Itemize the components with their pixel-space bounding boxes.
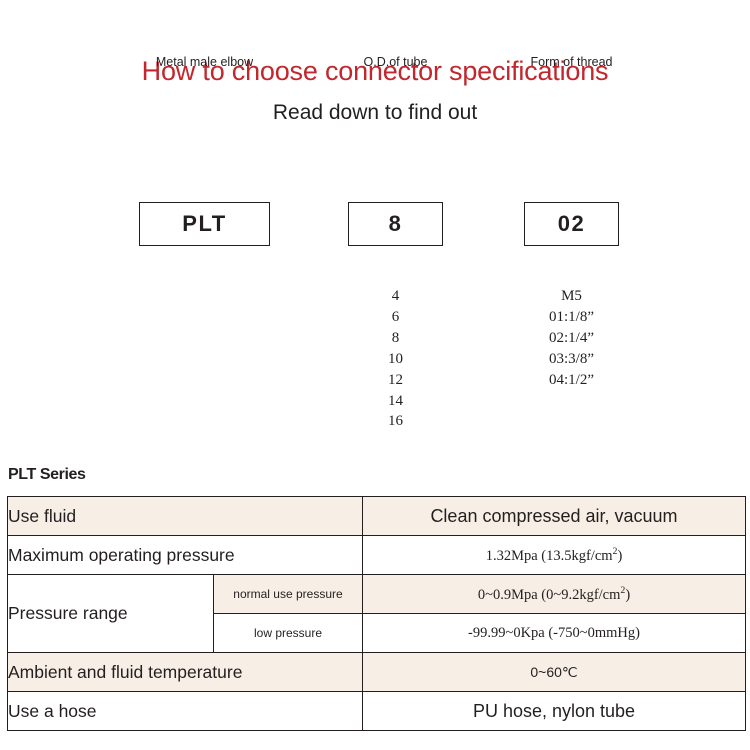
spec-value: PU hose, nylon tube — [362, 691, 746, 731]
option-tube-od: 6 — [391, 308, 400, 325]
table-row: Use a hose PU hose, nylon tube — [7, 691, 746, 731]
specification-table: Use fluid Clean compressed air, vacuum M… — [7, 496, 746, 731]
spec-label: Ambient and fluid temperature — [7, 652, 363, 692]
option-tube-od: 12 — [388, 371, 403, 388]
spec-value: 0~0.9Mpa (0~9.2kgf/cm2) — [362, 574, 746, 614]
option-thread: 03:3/8” — [549, 350, 594, 367]
code-box-thread: 02 — [524, 202, 619, 246]
option-tube-od: 8 — [391, 329, 400, 346]
option-thread: M5 — [561, 288, 582, 304]
spec-value: Clean compressed air, vacuum — [362, 496, 746, 536]
option-tube-od: 4 — [391, 288, 400, 304]
code-box-series: PLT — [139, 202, 270, 246]
spec-sub-label: normal use pressure — [213, 574, 363, 614]
spec-value-post: ) — [617, 547, 623, 564]
caption-series: Metal male elbow — [155, 55, 254, 69]
spec-value-pre: 0~0.9Mpa (0~9.2kgf/cm — [477, 586, 621, 603]
spec-value-superscript: 2 — [612, 545, 618, 557]
code-box-thread-value: 02 — [557, 211, 586, 236]
spec-sub-label: low pressure — [213, 613, 363, 653]
table-row: Pressure range normal use pressure 0~0.9… — [7, 574, 746, 653]
spec-value-post: ) — [625, 586, 631, 603]
caption-thread: Form of thread — [530, 55, 613, 69]
spec-value: -99.99~0Kpa (-750~0mmHg) — [362, 613, 746, 653]
spec-value-superscript: 2 — [620, 584, 626, 596]
spec-value: 0~60℃ — [362, 652, 746, 692]
caption-tube-od: O.D.of tube — [363, 55, 428, 69]
option-list-thread: M5 01:1/8” 02:1/4” 03:3/8” 04:1/2” — [505, 286, 638, 391]
page-title: How to choose connector specifications — [141, 56, 609, 86]
spec-value-pre: 1.32Mpa (13.5kgf/cm — [485, 547, 613, 564]
option-tube-od: 14 — [388, 392, 403, 409]
option-tube-od: 16 — [388, 413, 403, 430]
spec-label: Use a hose — [7, 691, 363, 731]
code-box-tube-od-value: 8 — [388, 211, 403, 236]
code-box-series-value: PLT — [182, 211, 227, 236]
option-tube-od: 10 — [388, 350, 403, 367]
spec-value: 1.32Mpa (13.5kgf/cm2) — [362, 535, 746, 575]
option-list-tube-od: 4 6 8 10 12 14 16 — [348, 286, 443, 432]
spec-label: Use fluid — [7, 496, 363, 536]
table-row: low pressure -99.99~0Kpa (-750~0mmHg) — [8, 613, 746, 653]
option-thread: 04:1/2” — [549, 371, 594, 388]
table-row: Use fluid Clean compressed air, vacuum — [7, 496, 746, 536]
spec-label: Pressure range — [7, 574, 214, 653]
spec-label: Maximum operating pressure — [7, 535, 363, 575]
option-thread: 02:1/4” — [549, 329, 594, 346]
series-heading: PLT Series — [8, 466, 86, 483]
option-thread: 01:1/8” — [549, 308, 594, 325]
page-subtitle: Read down to find out — [272, 101, 478, 124]
code-box-tube-od: 8 — [348, 202, 443, 246]
table-row: Ambient and fluid temperature 0~60℃ — [7, 652, 746, 692]
table-row: Maximum operating pressure 1.32Mpa (13.5… — [7, 535, 746, 575]
